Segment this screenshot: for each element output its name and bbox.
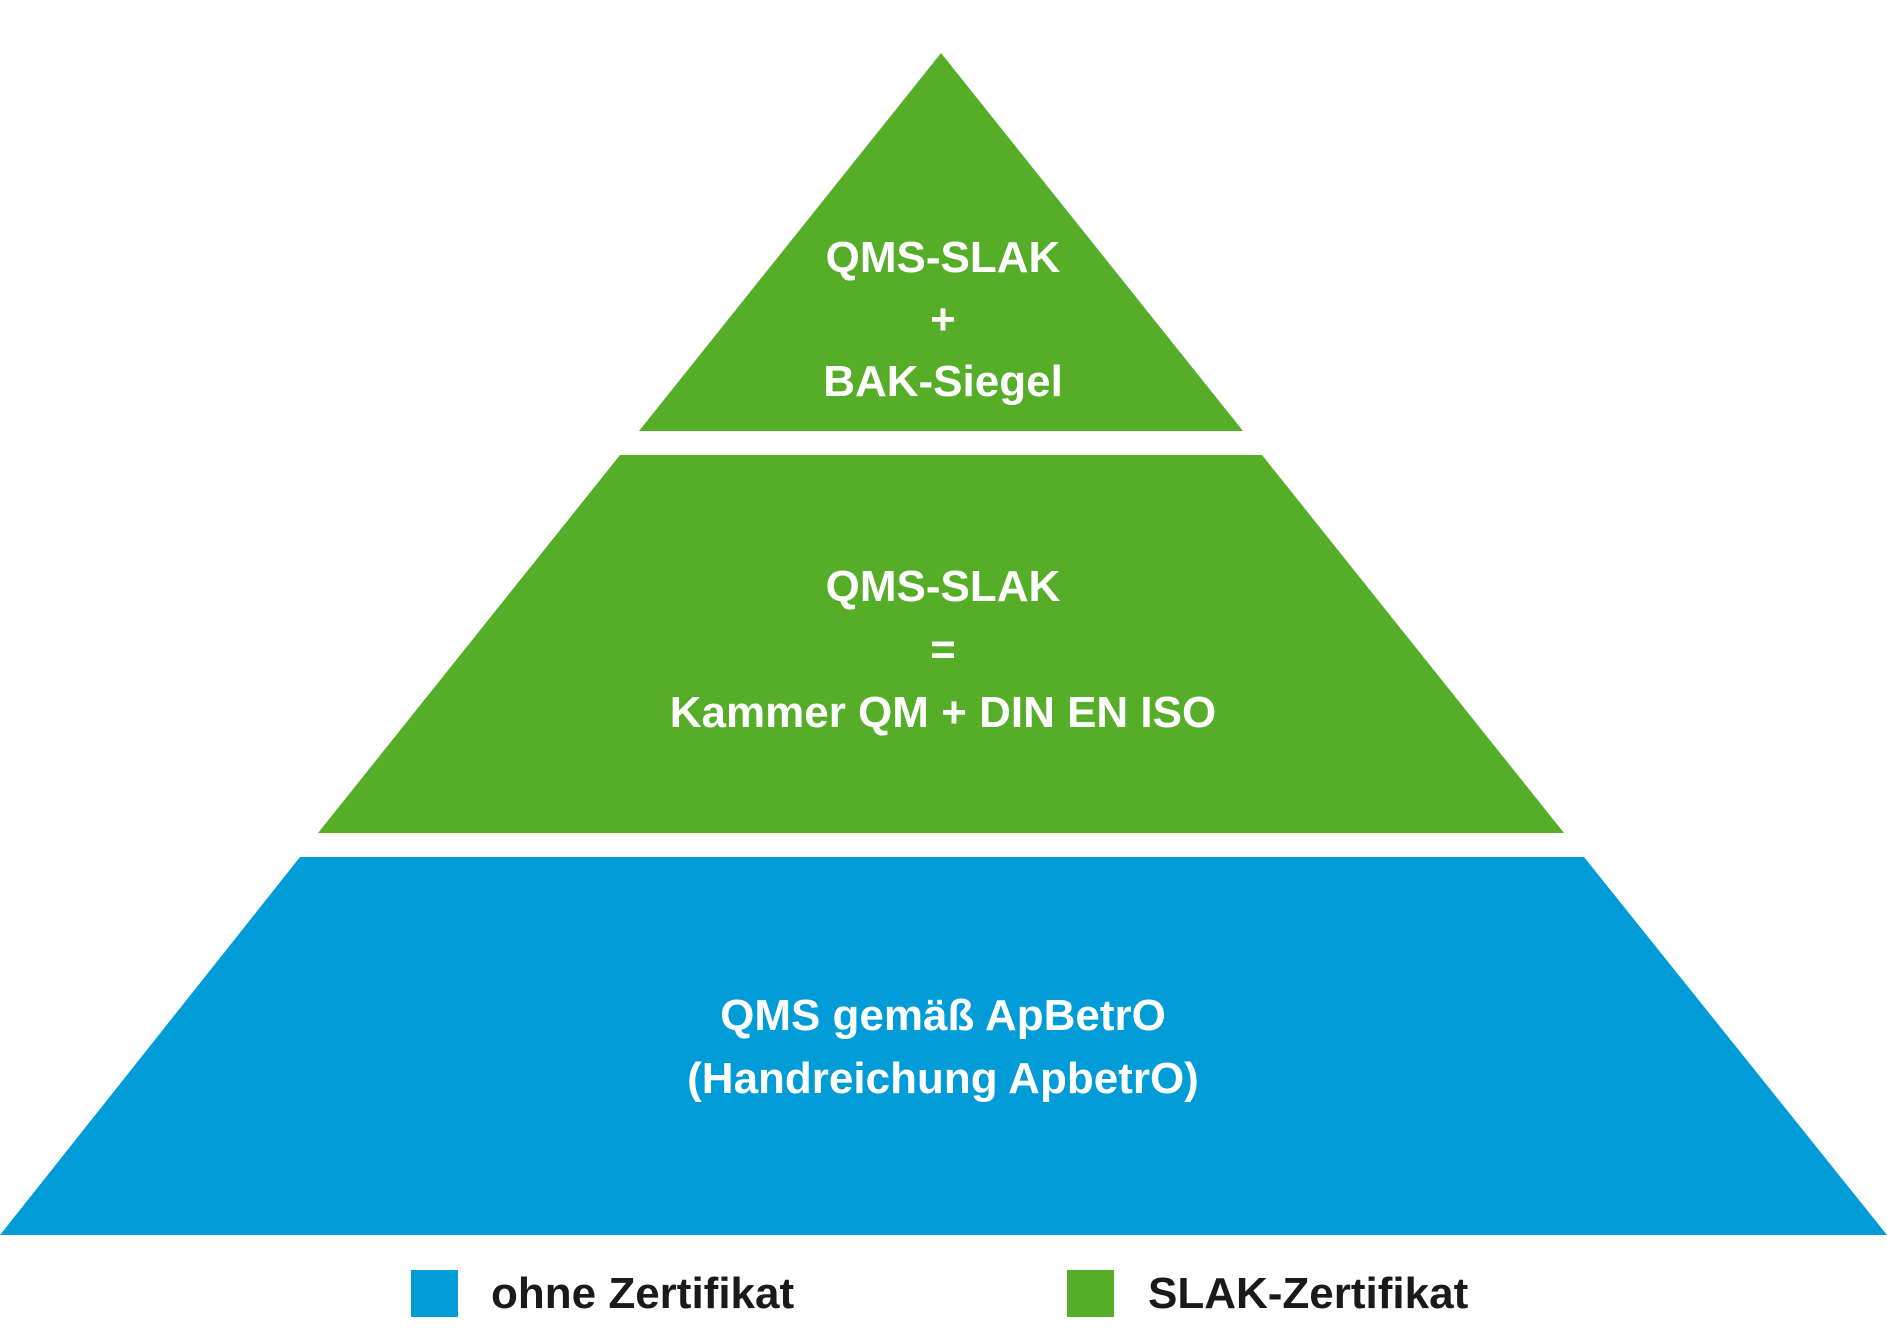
tier-top-line-1: QMS-SLAK	[826, 233, 1061, 282]
tier-top: QMS-SLAK + BAK-Siegel	[639, 53, 1243, 431]
tier-top-shape	[639, 53, 1243, 431]
legend-swatch-green	[1067, 1270, 1114, 1317]
legend-swatch-blue	[411, 1270, 458, 1317]
tier-middle-line-2: =	[930, 625, 956, 674]
legend: ohne Zertifikat SLAK-Zertifikat	[411, 1269, 1469, 1318]
tier-middle: QMS-SLAK = Kammer QM + DIN EN ISO	[318, 455, 1564, 833]
tier-top-line-3: BAK-Siegel	[823, 357, 1063, 406]
tier-middle-shape	[318, 455, 1564, 833]
tier-bottom-line-1: QMS gemäß ApBetrO	[720, 991, 1166, 1040]
tier-middle-line-3: Kammer QM + DIN EN ISO	[670, 688, 1216, 737]
legend-item-ohne-zertifikat: ohne Zertifikat	[411, 1269, 794, 1318]
tier-bottom: QMS gemäß ApBetrO (Handreichung ApbetrO)	[0, 857, 1887, 1235]
tier-middle-line-1: QMS-SLAK	[826, 562, 1061, 611]
tier-bottom-line-2: (Handreichung ApbetrO)	[687, 1054, 1199, 1103]
legend-label-ohne-zertifikat: ohne Zertifikat	[491, 1269, 794, 1318]
tier-bottom-shape	[0, 857, 1887, 1235]
tier-top-line-2: +	[930, 295, 956, 344]
legend-label-slak-zertifikat: SLAK-Zertifikat	[1148, 1269, 1469, 1318]
legend-item-slak-zertifikat: SLAK-Zertifikat	[1067, 1269, 1469, 1318]
